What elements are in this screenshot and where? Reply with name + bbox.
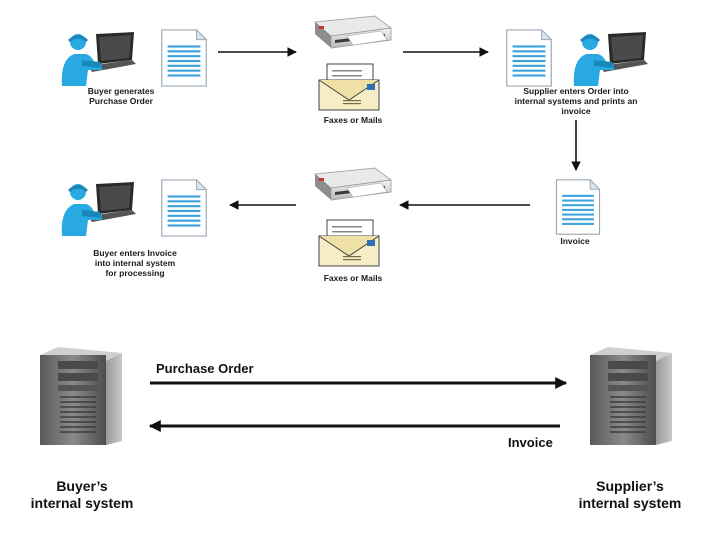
buyer-generates-label: Buyer generates Purchase Order xyxy=(87,86,155,106)
supplier-order-document-icon xyxy=(506,29,552,87)
fax-machine-icon-2 xyxy=(314,167,392,201)
supplier-enters-label: Supplier enters Order into internal syst… xyxy=(514,86,638,116)
supplier-server-icon xyxy=(589,346,673,446)
buyer-enters-invoice-label: Buyer enters Invoice into internal syste… xyxy=(93,248,177,278)
buyer-processing-person-icon xyxy=(61,182,136,236)
fax-machine-icon xyxy=(314,15,392,49)
invoice-document-icon xyxy=(555,179,601,235)
buyer-internal-system-label: Buyer’s internal system xyxy=(30,478,134,511)
purchase-order-document-icon xyxy=(161,29,207,87)
purchase-order-arrow-label: Purchase Order xyxy=(156,361,254,376)
mail-envelope-icon xyxy=(318,63,380,111)
invoice-arrow-label: Invoice xyxy=(508,435,553,450)
invoice-label: Invoice xyxy=(560,236,590,246)
faxes-or-mails-label-middle: Faxes or Mails xyxy=(323,273,383,283)
supplier-internal-system-label: Supplier’s internal system xyxy=(578,478,682,511)
mail-envelope-icon-2 xyxy=(318,219,380,267)
supplier-person-icon xyxy=(573,32,648,86)
buyer-person-icon xyxy=(61,32,136,86)
buyer-server-icon xyxy=(39,346,123,446)
buyer-invoice-document-icon xyxy=(161,179,207,237)
faxes-or-mails-label-top: Faxes or Mails xyxy=(323,115,383,125)
